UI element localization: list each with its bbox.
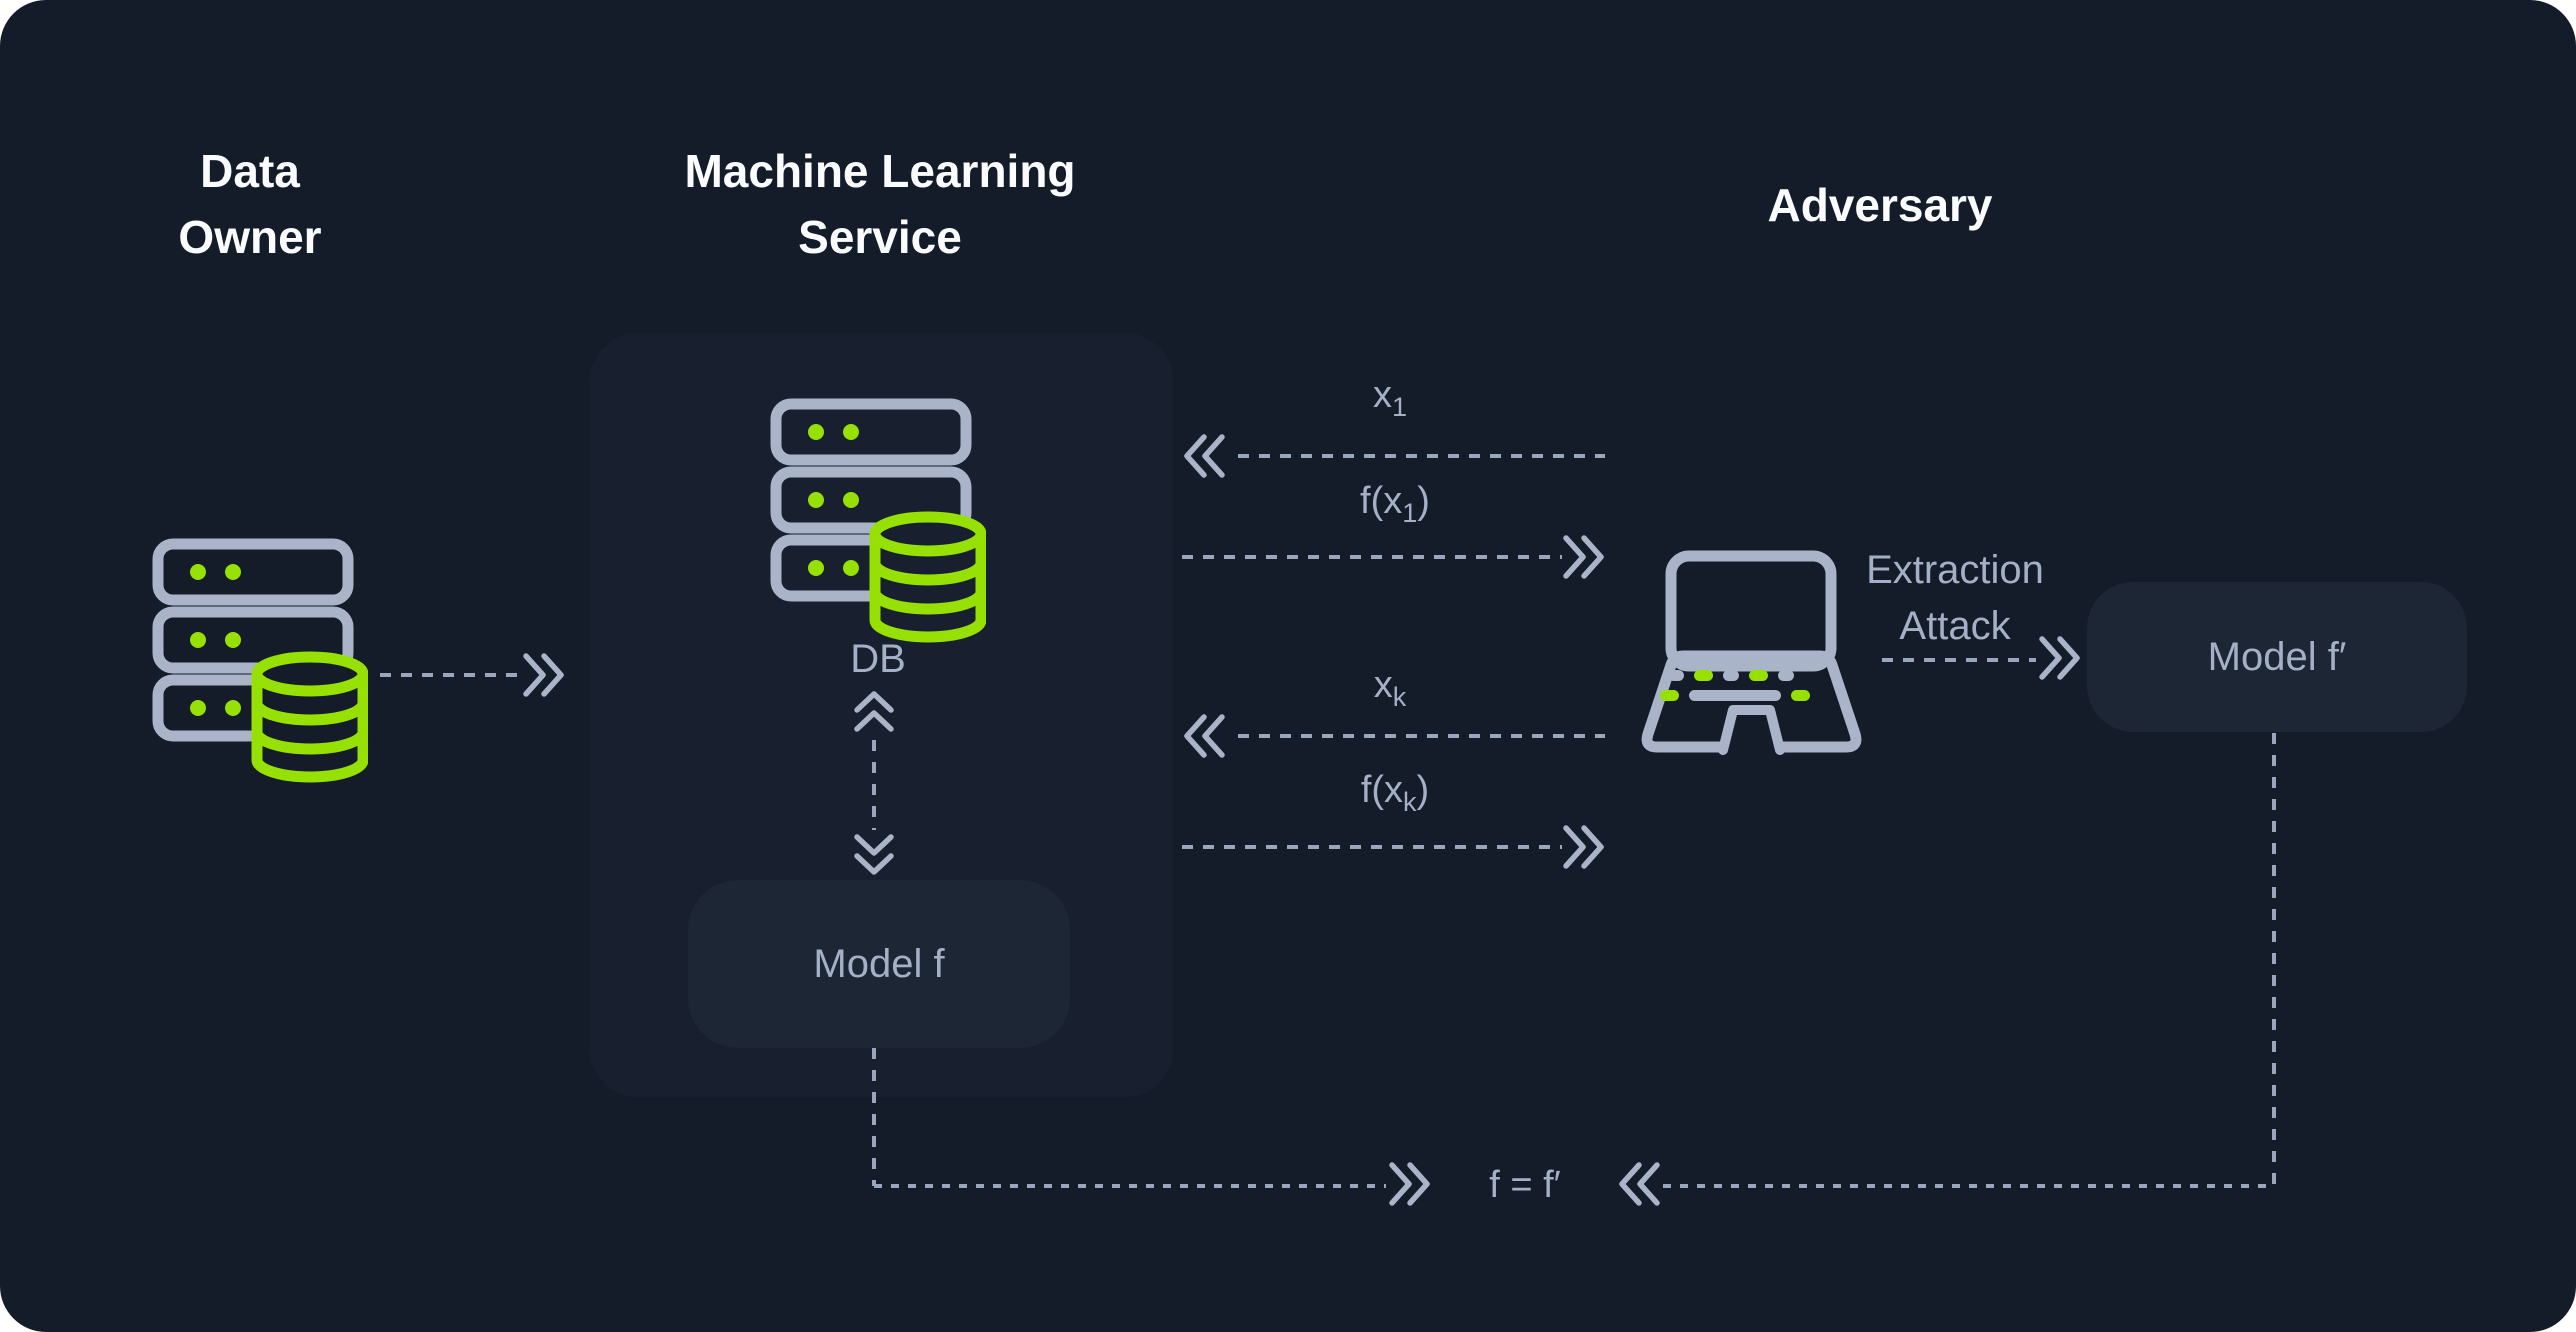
arrow-right-icon [1562, 823, 1606, 871]
owner-to-service-dash [380, 673, 518, 677]
data-owner-title-line1: Data [200, 145, 300, 197]
query-xk-subscript: k [1392, 682, 1407, 712]
arrow-up-icon [852, 690, 896, 732]
response-fxk-base: f(x [1360, 769, 1404, 811]
query-x1-subscript: 1 [1391, 392, 1408, 422]
response-fxk-label: f(xk) [1245, 767, 1545, 825]
response-fxk-subscript: k [1403, 787, 1417, 817]
ml-service-title-line2: Service [798, 211, 962, 263]
query-xk-label: xk [1240, 662, 1540, 720]
laptop-icon [1625, 550, 1878, 768]
response-fx1-base: f(x [1360, 480, 1403, 522]
model-f-prime-label: Model f′ [2207, 634, 2347, 679]
extraction-attack-label: Extraction Attack [1800, 542, 2110, 654]
response-fxk-post: ) [1416, 769, 1430, 811]
ml-service-title-line1: Machine Learning [684, 145, 1076, 197]
arrow-down-icon [852, 834, 896, 876]
extraction-dash [1882, 658, 2036, 662]
query-x1-dash [1238, 454, 1605, 458]
model-f-down-dash [872, 1048, 876, 1186]
arrow-left-icon [1182, 712, 1226, 760]
arrow-right-icon [522, 651, 566, 699]
adversary-title-line: Adversary [1767, 179, 1993, 231]
data-owner-title-line2: Owner [178, 211, 322, 263]
server-database-icon [770, 398, 986, 644]
response-fx1-subscript: 1 [1402, 498, 1418, 528]
extraction-attack-line2: Attack [1899, 604, 2011, 648]
query-xk-dash [1238, 734, 1605, 738]
equation-label: f = f′ [1489, 1164, 1561, 1206]
server-database-icon [152, 538, 368, 784]
model-f-label: Model f [813, 941, 945, 986]
extraction-attack-line1: Extraction [1866, 548, 2044, 592]
arrow-right-icon [1562, 533, 1606, 581]
model-f-prime-box: Model f′ [2087, 582, 2467, 732]
arrow-right-icon [1388, 1160, 1432, 1208]
arrow-left-icon [1617, 1160, 1661, 1208]
arrow-left-icon [1182, 432, 1226, 480]
response-fx1-dash [1182, 555, 1562, 559]
db-label: DB [850, 637, 906, 681]
query-x1-label: x1 [1240, 372, 1540, 430]
model-f-box: Model f [688, 880, 1070, 1048]
db-model-dash [872, 740, 876, 830]
data-owner-title: Data Owner [75, 138, 425, 270]
arrow-right-icon [2038, 634, 2082, 682]
response-fx1-label: f(x1) [1245, 478, 1545, 536]
response-fxk-dash [1182, 845, 1562, 849]
ml-service-title: Machine Learning Service [600, 138, 1160, 270]
bottom-right-dash [1663, 1184, 2274, 1188]
query-x1-base: x [1372, 374, 1392, 416]
model-f-prime-down-dash [2272, 733, 2276, 1186]
response-fx1-post: ) [1417, 480, 1430, 522]
bottom-left-dash [874, 1184, 1386, 1188]
query-xk-base: x [1373, 664, 1393, 706]
adversary-title: Adversary [1680, 172, 2080, 238]
